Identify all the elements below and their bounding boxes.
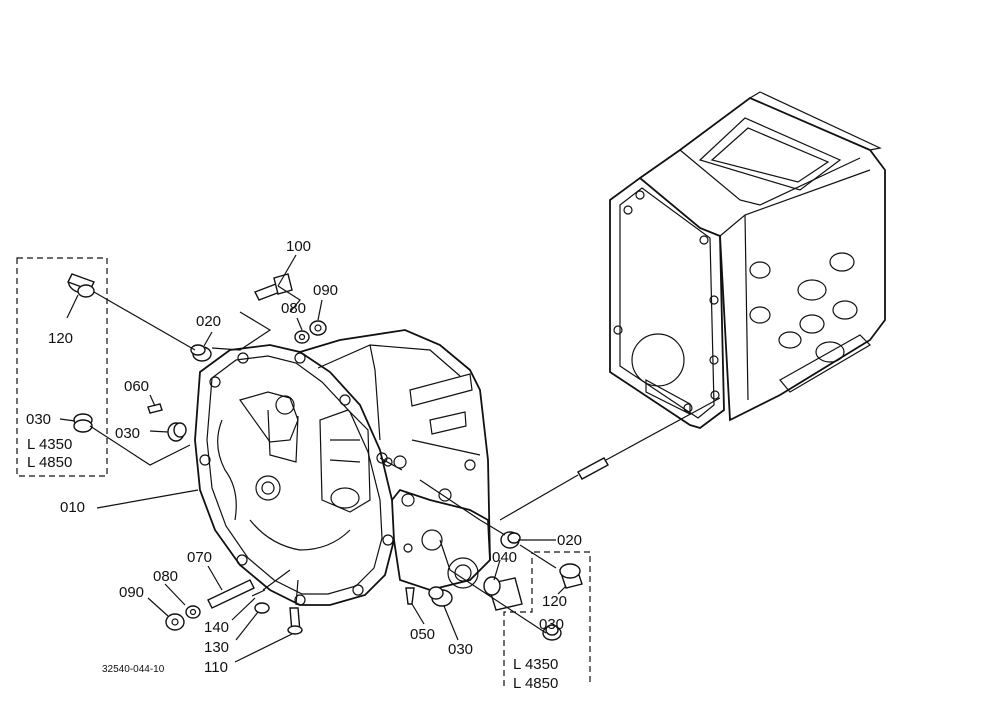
label-l4850-right: L 4850 <box>513 675 558 692</box>
label-l4350-right: L 4350 <box>513 656 558 673</box>
label-100: 100 <box>286 238 311 255</box>
drawing-code: 32540-044-10 <box>102 664 165 675</box>
label-020-right: 020 <box>557 532 582 549</box>
label-030-mid: 030 <box>115 425 140 442</box>
label-120-left: 120 <box>48 330 73 347</box>
label-090-top: 090 <box>313 282 338 299</box>
label-010: 010 <box>60 499 85 516</box>
part-labels: 100 080 090 020 120 060 030 030 L 4350 L… <box>26 238 582 692</box>
label-130: 130 <box>204 639 229 656</box>
option-boxes <box>16 257 591 686</box>
label-020-top: 020 <box>196 313 221 330</box>
transmission-case-drawing <box>609 91 886 429</box>
label-030-bottom: 030 <box>448 641 473 658</box>
clutch-housing-drawing <box>194 329 491 606</box>
leader-lines <box>59 254 721 663</box>
label-060: 060 <box>124 378 149 395</box>
label-140: 140 <box>204 619 229 636</box>
label-090-bottom: 090 <box>119 584 144 601</box>
label-110: 110 <box>204 659 228 676</box>
label-080-top: 080 <box>281 300 306 317</box>
label-040: 040 <box>492 549 517 566</box>
label-030-box: 030 <box>26 411 51 428</box>
label-120-right: 120 <box>542 593 567 610</box>
loose-parts <box>67 273 609 641</box>
label-l4850-left: L 4850 <box>27 454 72 471</box>
label-l4350-left: L 4350 <box>27 436 72 453</box>
label-080-bottom: 080 <box>153 568 178 585</box>
label-030-right: 030 <box>539 616 564 633</box>
label-070: 070 <box>187 549 212 566</box>
label-050: 050 <box>410 626 435 643</box>
